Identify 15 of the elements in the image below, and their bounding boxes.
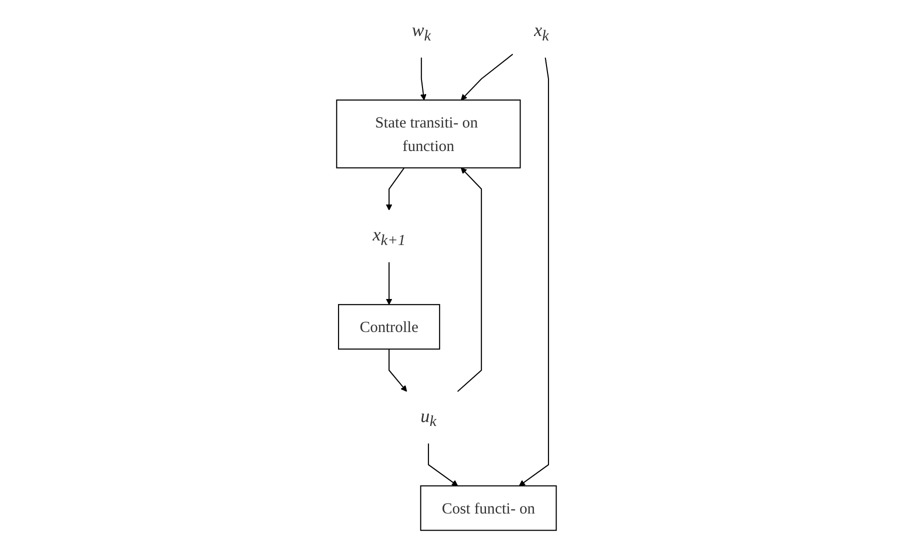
node-text: w$_{k}$ (411, 20, 431, 44)
arrow (386, 262, 392, 305)
arrow (428, 443, 458, 486)
node-text: x$_{k+1}$ (372, 224, 406, 248)
node-box: State transiti- on function (336, 100, 520, 168)
arrow (456, 168, 482, 392)
node-box: Cost functi- on (420, 485, 556, 531)
node-text: u$_{k}$ (420, 406, 436, 430)
arrow (388, 349, 407, 392)
arrow (460, 54, 513, 100)
arrow (518, 58, 549, 486)
arrow (420, 58, 426, 100)
node-text: x$_{k}$ (534, 20, 549, 44)
node-box: Controlle (338, 304, 440, 350)
arrow (386, 168, 404, 210)
